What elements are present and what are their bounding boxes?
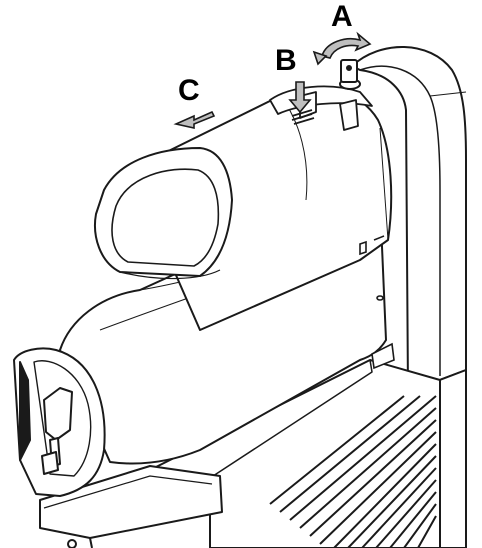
dispenser-tap [13,347,106,497]
rotate-arrow-icon [312,31,372,66]
callout-b: B [275,44,297,77]
callout-a: A [331,0,353,33]
slide-arrow-icon [173,110,216,129]
ventilation-grille [269,395,437,548]
callout-c: C [178,74,200,107]
drip-tray [39,465,223,548]
latch-knob [339,59,361,90]
lid [94,147,233,280]
body-details [359,235,395,370]
push-down-arrow-icon [288,81,312,114]
